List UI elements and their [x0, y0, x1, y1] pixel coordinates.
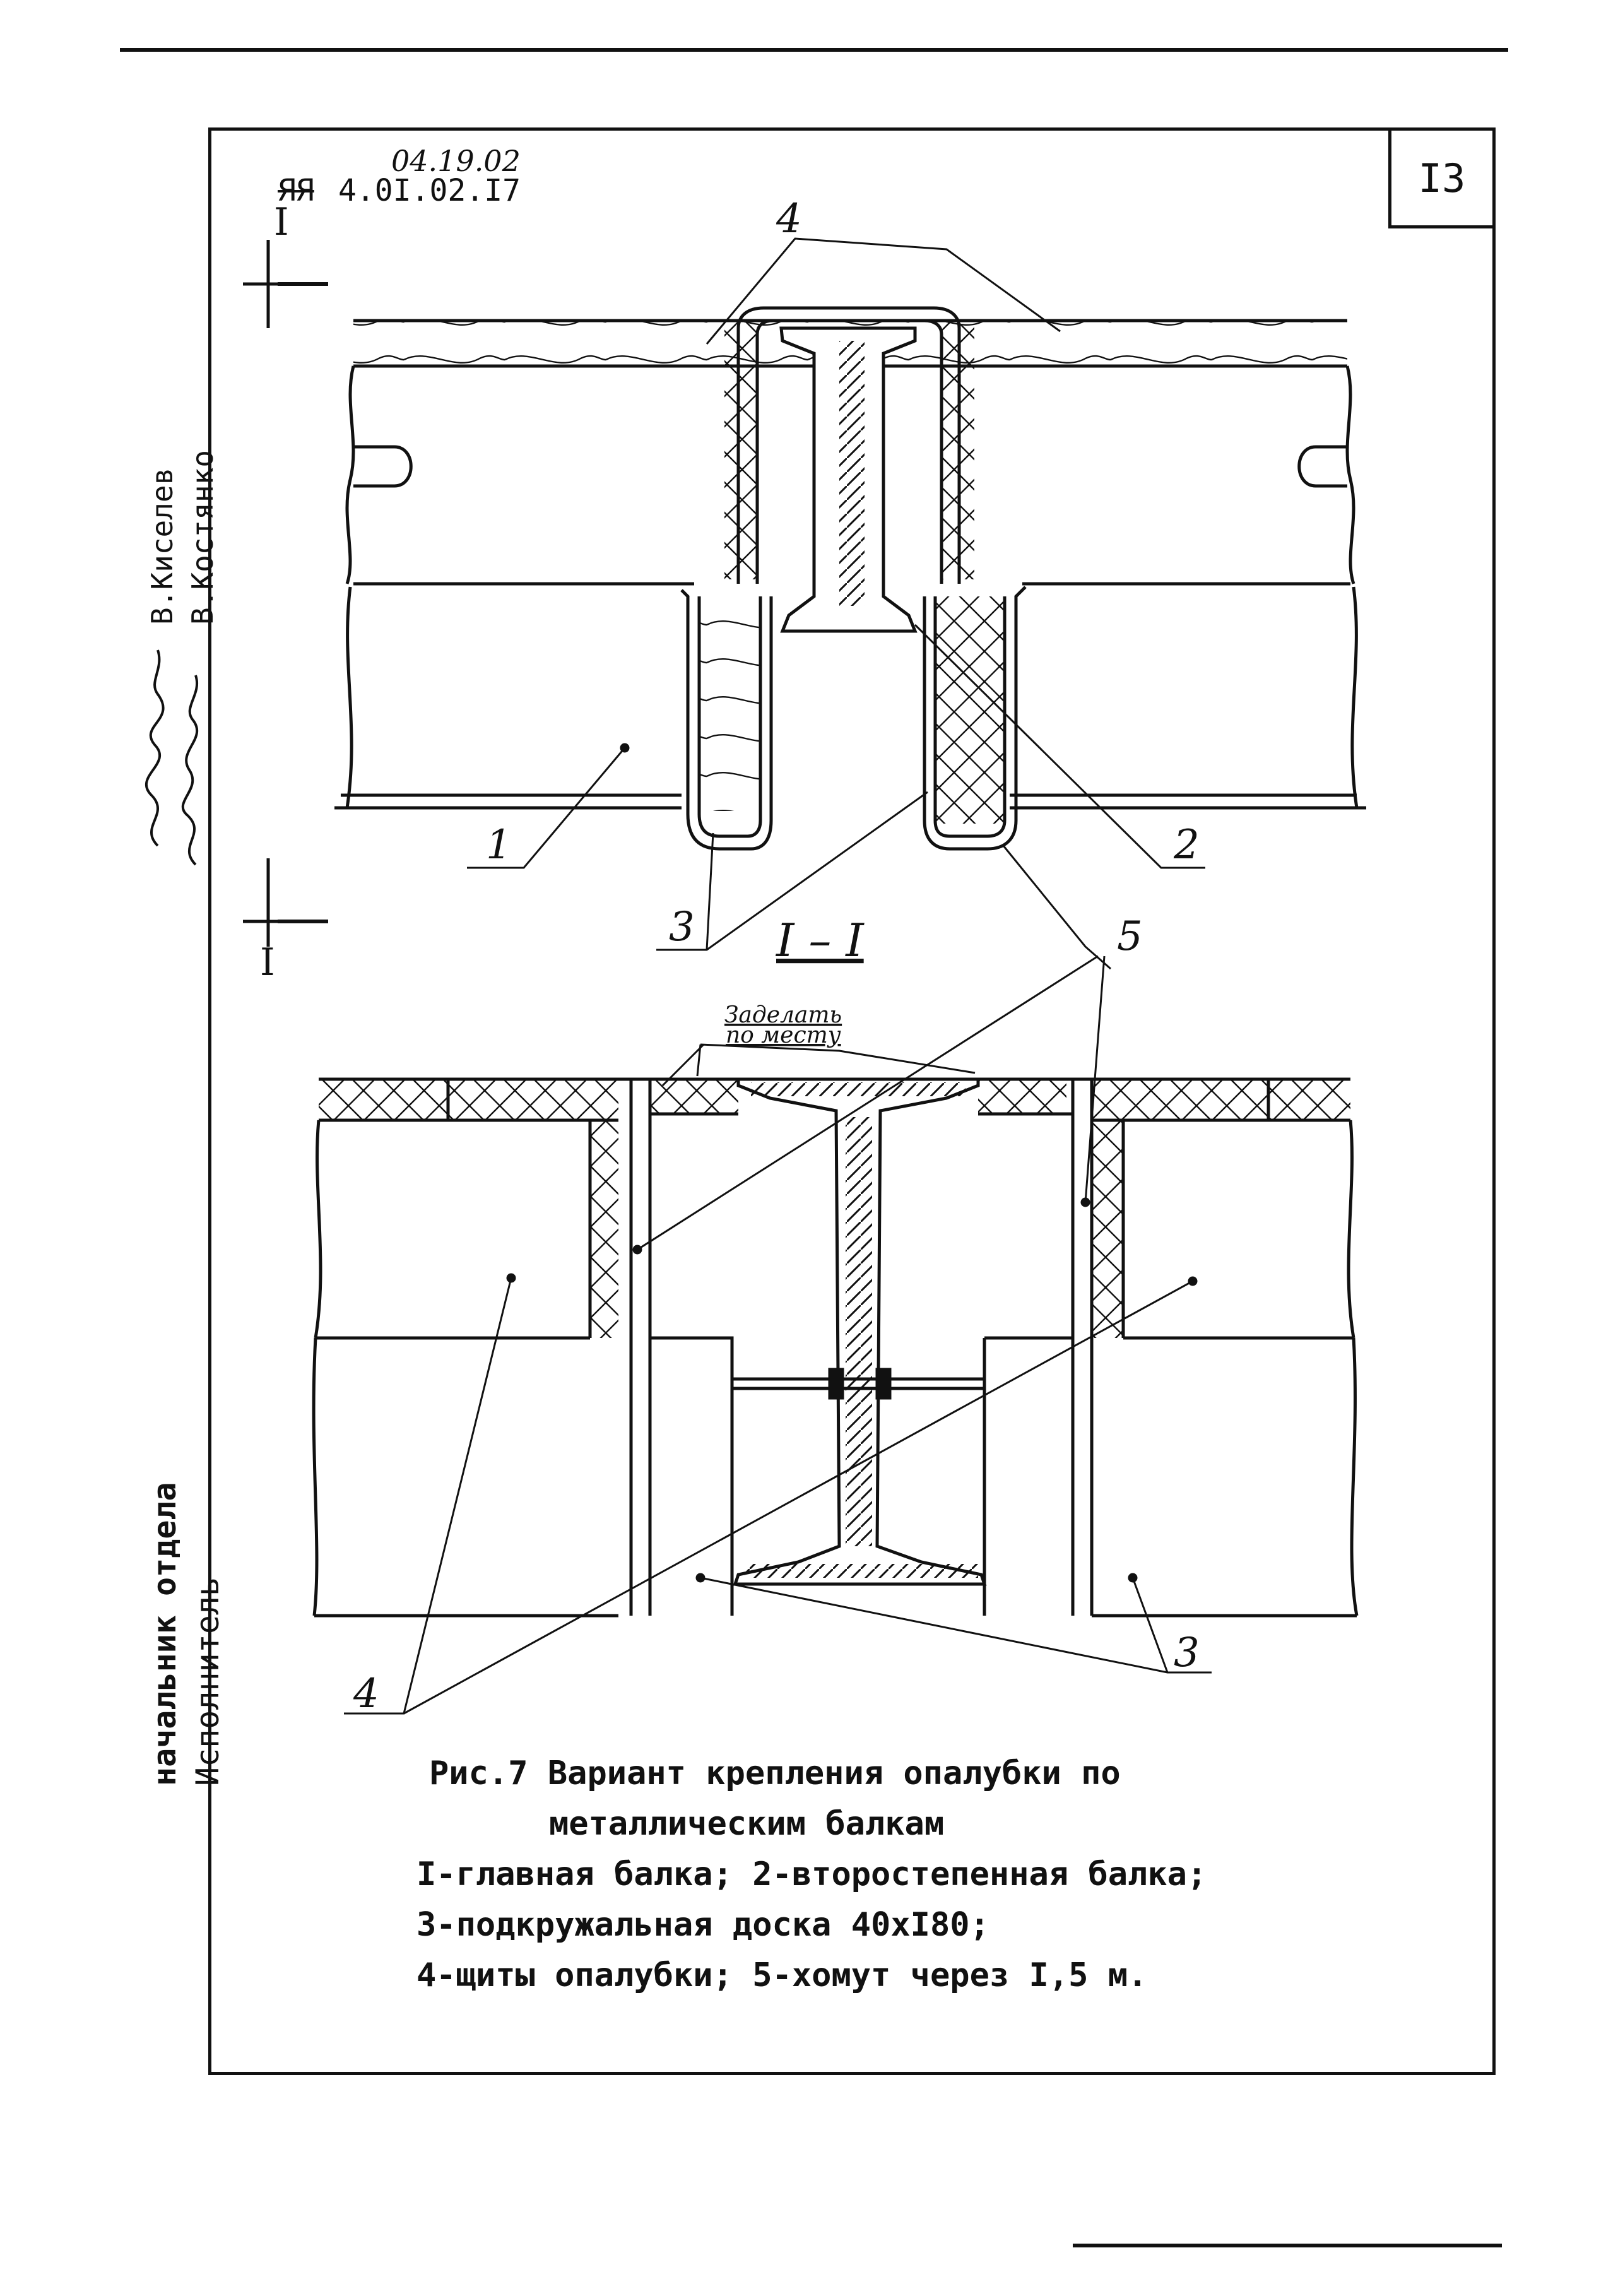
note-line-1: Заделать [724, 1002, 842, 1028]
label-3-top: 3 [669, 904, 695, 950]
signature-executor [181, 675, 198, 866]
document-code-handwritten: 04.19.02 [391, 144, 521, 178]
top-rule [120, 48, 1508, 52]
label-1: 1 [486, 822, 512, 868]
label-3-bottom: 3 [1174, 1630, 1200, 1676]
caption-line-4: 3-подкружальная доска 40хI80; [416, 1906, 989, 1944]
caption-line-5: 4-щиты опалубки; 5-хомут через I,5 м. [416, 1956, 1148, 1994]
label-5: 5 [1117, 913, 1143, 960]
note-line-2: по месту [726, 1022, 841, 1048]
section-title: I – I [775, 914, 865, 967]
drawing-frame [208, 127, 1496, 2075]
section-mark-top: I [274, 200, 289, 244]
page-number: I3 [1388, 127, 1496, 228]
bottom-rule [1073, 2244, 1502, 2247]
caption-line-1: Рис.7 Вариант крепления опалубки по [429, 1755, 1121, 1792]
document-code-typed: 4.0I.02.I7 [338, 173, 521, 208]
caption-line-3: I-главная балка; 2-второстепенная балка; [416, 1855, 1207, 1893]
signatures [145, 649, 198, 866]
document-code-crossed: ЯЯ [278, 173, 314, 208]
label-4-top: 4 [776, 196, 802, 242]
caption-line-2: металлическим балкам [549, 1805, 945, 1843]
signature-head [145, 649, 165, 847]
section-mark-bottom: I [260, 940, 275, 985]
label-4-bottom: 4 [353, 1671, 379, 1717]
label-2: 2 [1173, 822, 1200, 868]
